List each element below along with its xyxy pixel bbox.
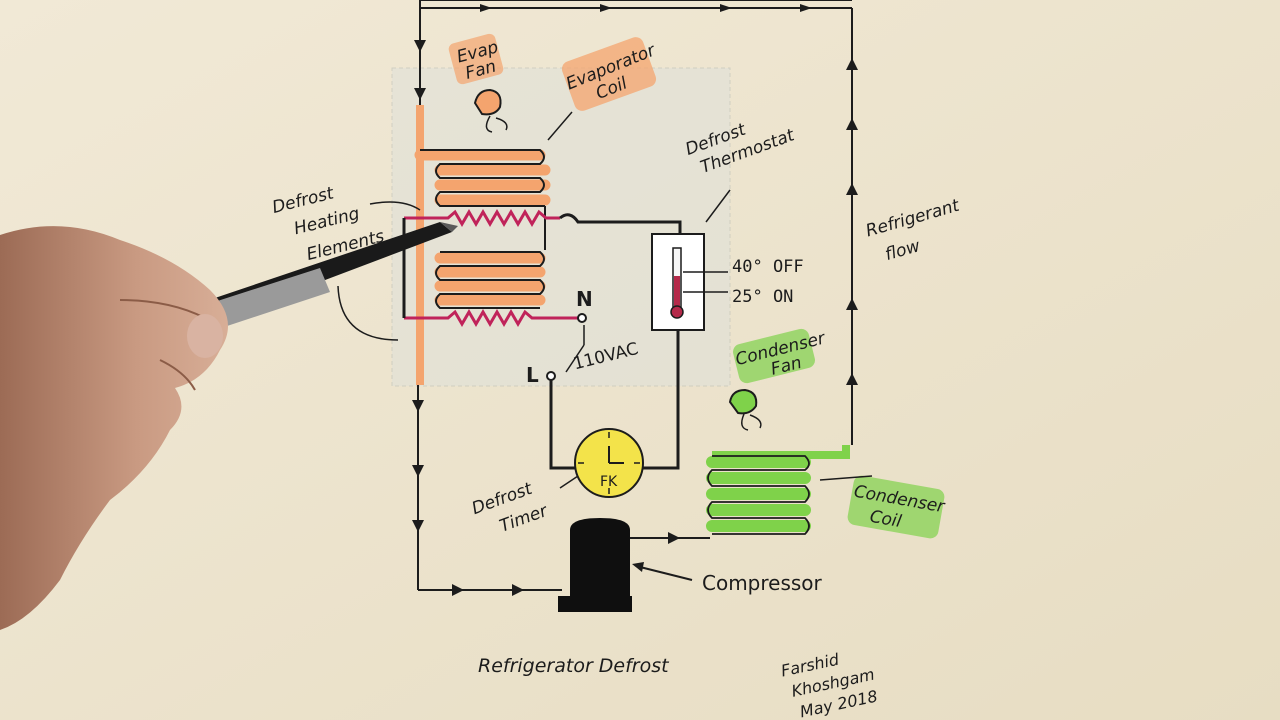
- defrost-heating-elements: [402, 209, 682, 327]
- upper-heater-element: [404, 209, 560, 227]
- evap-fan-label-highlight: [448, 33, 504, 85]
- line-to-timer-wire: [549, 380, 575, 470]
- label-pointers: [337, 111, 873, 489]
- thermometer-fill: [674, 276, 680, 310]
- evap-fan-icon: [473, 88, 508, 133]
- neutral-terminal: [577, 313, 587, 323]
- compressor-icon: [558, 518, 693, 612]
- line-terminal: [546, 371, 556, 381]
- evaporator-label-highlight: [561, 37, 657, 111]
- label-compressor: Compressor: [702, 571, 823, 595]
- defrost-timer: [574, 428, 644, 498]
- condenser-coil-label-highlight: [847, 475, 945, 539]
- thermostat-to-timer-wire: [632, 330, 680, 470]
- thumbnail: [187, 314, 223, 358]
- hand-shape: [0, 226, 228, 630]
- thermostat-off-setting: 40° OFF: [732, 257, 804, 277]
- flow-arrows: [412, 4, 858, 596]
- label-line: L: [526, 363, 539, 387]
- lower-heater-element: [404, 309, 580, 327]
- evaporator-coil: [414, 105, 551, 385]
- heater-to-thermostat-wire: [559, 213, 682, 236]
- condenser-coil: [706, 445, 850, 535]
- hand-with-pen: [0, 222, 458, 630]
- pen-tip: [440, 222, 458, 232]
- label-neutral: N: [576, 287, 593, 311]
- condenser-fan-icon: [728, 388, 762, 431]
- defrost-thermostat: [632, 233, 728, 470]
- thermostat-on-setting: 25° ON: [732, 287, 793, 307]
- timer-marking: FK: [600, 474, 618, 490]
- diagram-title: Refrigerator Defrost: [478, 655, 670, 677]
- label-evap-fan: Evap Fan: [455, 37, 501, 84]
- condenser-fan-label-highlight: [733, 328, 815, 384]
- power-terminals: [546, 313, 587, 470]
- pen-grip: [205, 268, 330, 330]
